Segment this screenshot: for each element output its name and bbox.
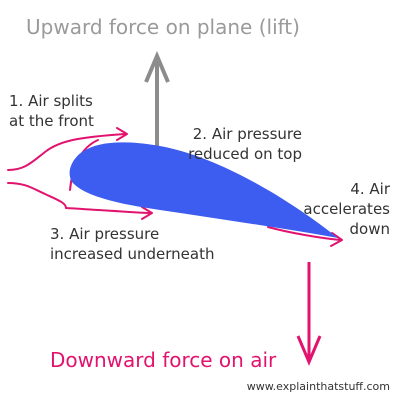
- step-2-label: 2. Air pressure reduced on top: [188, 124, 302, 164]
- step-4-label: 4. Air accelerates down: [303, 179, 390, 239]
- step-3-label: 3. Air pressure increased underneath: [50, 224, 215, 264]
- arrowhead-top: [116, 127, 128, 141]
- lift-arrow-head: [144, 50, 170, 83]
- arrowhead-trailing: [330, 232, 343, 247]
- airflow-arrowheads: [116, 127, 343, 247]
- downward-arrow: [296, 262, 322, 366]
- downward-arrow-head: [296, 335, 322, 366]
- step-3-line-2: increased underneath: [50, 245, 215, 263]
- step-4-line-3: down: [349, 220, 390, 238]
- step-4-line-2: accelerates: [303, 200, 390, 218]
- lower-airflow: [65, 207, 151, 214]
- step-1-line-1: 1. Air splits: [9, 92, 93, 110]
- lift-label: Upward force on plane (lift): [26, 15, 300, 39]
- incoming-airflow-top: [7, 133, 126, 171]
- wing-airfoil: [69, 142, 338, 238]
- trailing-airflow: [267, 226, 341, 241]
- credit-link[interactable]: www.explainthatstuff.com: [246, 380, 390, 393]
- downward-force-label: Downward force on air: [50, 348, 277, 372]
- step-4-line-1: 4. Air: [350, 180, 390, 198]
- arrowhead-bottom: [141, 206, 153, 220]
- step-2-line-1: 2. Air pressure: [192, 125, 302, 143]
- step-3-line-1: 3. Air pressure: [50, 225, 160, 243]
- step-1-line-2: at the front: [9, 112, 94, 130]
- step-1-label: 1. Air splits at the front: [9, 91, 94, 131]
- incoming-airflow-bottom: [7, 182, 67, 209]
- step-2-line-2: reduced on top: [188, 145, 302, 163]
